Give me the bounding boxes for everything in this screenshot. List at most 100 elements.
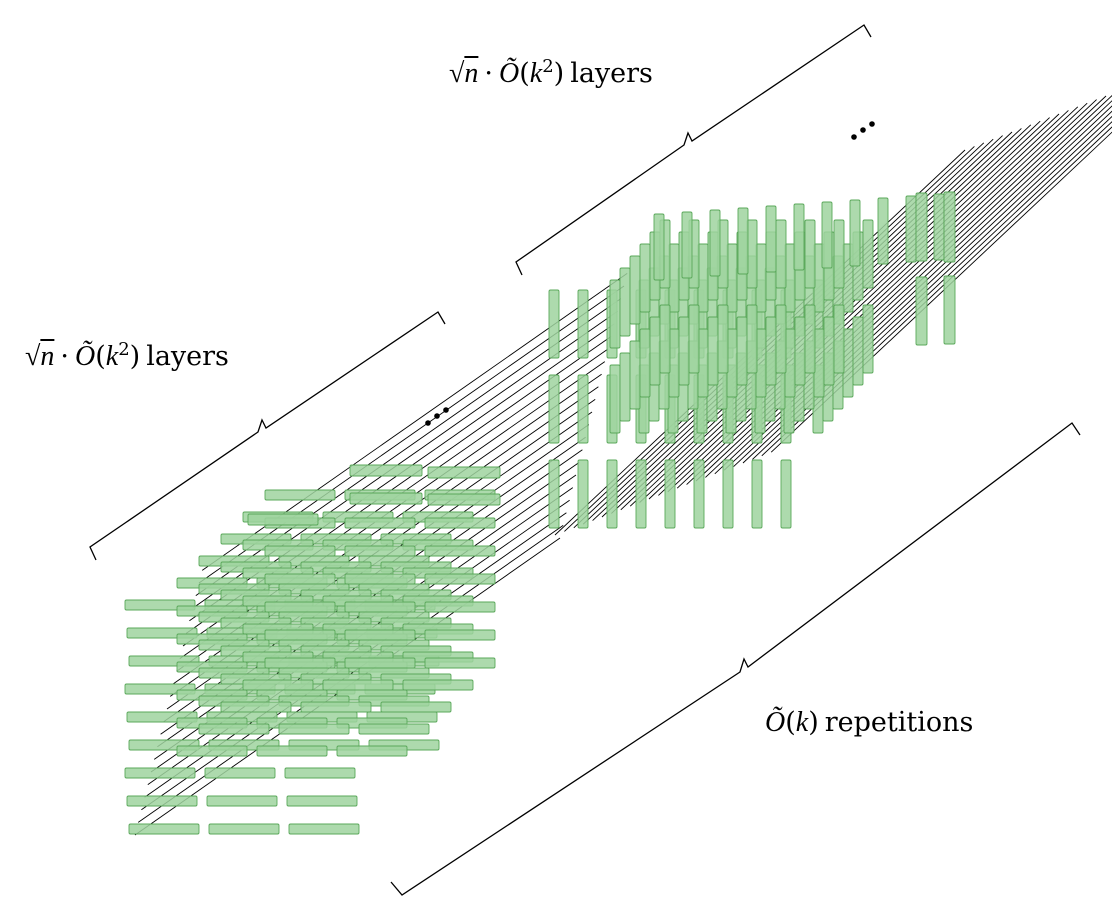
gate-horizontal [126,795,198,807]
gate-vertical [765,316,777,386]
gate-vertical [833,219,845,289]
gate-vertical [775,219,787,289]
left-layers-label: √n·Õ(k2)layers [25,341,229,371]
gate-vertical [693,459,705,529]
gate-vertical [933,193,945,261]
gate-horizontal [424,657,496,669]
gate-vertical [737,207,749,275]
gate-horizontal [264,545,336,557]
gate-horizontal [300,701,372,713]
gate-vertical [746,219,758,289]
gate-horizontal [128,823,200,835]
gate-horizontal [204,767,276,779]
gate-vertical [842,328,854,398]
gate-vertical [905,195,917,263]
close-paren: ) [808,707,819,738]
gate-vertical [915,192,928,262]
exponent: 2 [118,339,130,360]
gate-horizontal [264,489,336,501]
gate-vertical [577,459,589,529]
gate-vertical [697,328,709,398]
gate-horizontal [256,745,328,757]
left-layers-brace [89,311,446,561]
gate-vertical [697,243,709,313]
gate-vertical [548,459,560,529]
gate-vertical [548,289,560,359]
gate-vertical [635,459,647,529]
n-variable: n [40,341,55,372]
open-paren: ( [785,707,796,738]
gate-vertical [707,316,719,386]
gate-vertical [943,275,956,345]
exponent: 2 [542,56,554,77]
gate-vertical [678,316,690,386]
gate-vertical [639,243,651,313]
gate-vertical [629,340,641,410]
gate-vertical [823,316,835,386]
gate-vertical [668,328,680,398]
gate-vertical [793,203,805,271]
gate-horizontal [284,767,356,779]
gate-vertical [606,459,618,529]
gate-vertical [877,197,889,265]
gate-vertical [619,352,631,422]
gate-horizontal [278,723,350,735]
gate-vertical [619,267,631,337]
gate-vertical [804,219,816,289]
gate-horizontal [206,795,278,807]
gate-horizontal [344,545,416,557]
gate-horizontal [344,629,416,641]
gate-vertical [862,219,874,289]
repetitions-text: repetitions [824,707,974,738]
gate-horizontal [288,823,360,835]
gate-horizontal [344,517,416,529]
gate-vertical [821,201,833,269]
gate-vertical [664,459,676,529]
gate-vertical [849,199,861,267]
gate-horizontal [402,679,474,691]
gate-horizontal [358,723,430,735]
gate-vertical [668,243,680,313]
sqrt-symbol: √ [449,58,465,89]
gate-vertical [784,243,796,313]
o-tilde: Õ [74,341,96,372]
k-variable: k [795,707,809,738]
gate-vertical [653,213,665,281]
gate-vertical [794,316,806,386]
k-variable: k [529,58,543,89]
close-paren: ) [553,58,565,89]
gate-horizontal [264,629,336,641]
gate-vertical [639,328,651,398]
gate-vertical [751,459,763,529]
gate-horizontal [380,701,452,713]
gate-vertical [726,243,738,313]
gate-horizontal [124,767,196,779]
wire [648,113,1060,500]
o-tilde: Õ [498,58,520,89]
gate-vertical [765,205,777,273]
gate-vertical [780,459,792,529]
layers-text: layers [570,58,653,89]
gate-vertical [746,304,758,374]
gate-vertical [726,328,738,398]
gate-vertical [717,304,729,374]
gate-vertical [915,276,928,346]
gate-vertical [862,304,874,374]
gate-horizontal [427,493,501,506]
k-variable: k [105,341,119,372]
gate-horizontal [264,601,336,613]
gate-vertical [548,374,560,444]
gate-vertical [755,243,767,313]
gate-vertical [775,304,787,374]
gate-vertical [709,209,721,277]
gate-horizontal [242,679,314,691]
close-paren: ) [129,341,141,372]
repetitions-label: Õ(k)repetitions [765,709,973,737]
gate-horizontal [424,629,496,641]
gate-horizontal [264,573,336,585]
open-paren: ( [519,58,530,89]
gate-vertical [833,304,845,374]
repetitions-brace [390,422,1081,896]
dot-operator: · [484,58,493,89]
